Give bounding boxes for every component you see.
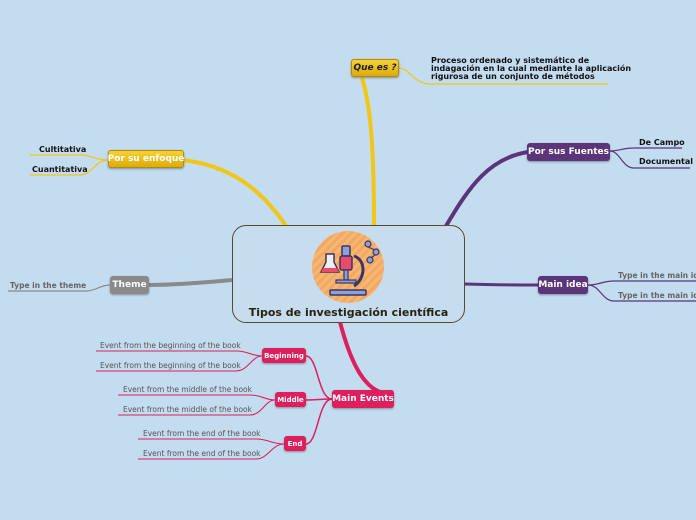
que-es-line-3: rigurosa de un conjunto de métodos bbox=[431, 72, 595, 81]
link-beginning-2 bbox=[96, 355, 263, 372]
leaf-end-2[interactable]: Event from the end of the book bbox=[143, 449, 261, 458]
link-end-1 bbox=[138, 438, 285, 445]
leaf-middle-2[interactable]: Event from the middle of the book bbox=[123, 405, 252, 414]
branch-theme bbox=[147, 278, 233, 287]
node-middle[interactable]: Middle bbox=[275, 392, 306, 407]
node-main-events[interactable]: Main Events bbox=[332, 390, 394, 408]
node-beginning-label: Beginning bbox=[264, 351, 304, 360]
leaf-beginning-1[interactable]: Event from the beginning of the book bbox=[100, 341, 241, 350]
branch-por-enfoque bbox=[181, 158, 288, 228]
leaf-beginning-2[interactable]: Event from the beginning of the book bbox=[100, 361, 241, 370]
node-por-su-enfoque-label: Por su enfoque bbox=[107, 154, 185, 164]
branch-que-es bbox=[360, 77, 376, 229]
central-title: Tipos de investigación científica bbox=[248, 306, 449, 319]
link-middle-2 bbox=[118, 399, 276, 416]
leaf-main-idea-1[interactable]: Type in the main ide bbox=[618, 271, 696, 280]
leaf-de-campo[interactable]: De Campo bbox=[639, 138, 685, 147]
leaf-middle-1[interactable]: Event from the middle of the book bbox=[123, 385, 252, 394]
link-documental bbox=[609, 150, 690, 169]
link-theme-child bbox=[8, 284, 111, 292]
branch-main-events bbox=[338, 321, 381, 394]
leaf-end-1[interactable]: Event from the end of the book bbox=[143, 429, 261, 438]
node-end-label: End bbox=[287, 439, 303, 448]
microscope-lab-icon bbox=[312, 231, 384, 303]
link-cultitativa bbox=[30, 154, 109, 161]
link-main-idea-1 bbox=[587, 280, 696, 286]
link-middle-1 bbox=[118, 394, 276, 401]
link-main-idea-2 bbox=[587, 284, 696, 302]
node-theme-label: Theme bbox=[112, 280, 147, 290]
node-end[interactable]: End bbox=[284, 436, 306, 451]
node-que-es-label: Que es ? bbox=[353, 63, 397, 73]
link-beginning-1 bbox=[96, 350, 263, 357]
branch-por-fuentes bbox=[444, 150, 529, 228]
link-de-campo bbox=[609, 147, 682, 152]
link-cuantitativa bbox=[30, 159, 109, 176]
node-theme[interactable]: Theme bbox=[110, 276, 149, 294]
leaf-main-idea-2[interactable]: Type in the main ide bbox=[618, 291, 696, 300]
node-por-su-enfoque[interactable]: Por su enfoque bbox=[108, 150, 184, 168]
leaf-documental[interactable]: Documental bbox=[639, 157, 693, 166]
node-que-es[interactable]: Que es ? bbox=[351, 59, 399, 77]
link-end-2 bbox=[138, 443, 285, 460]
node-middle-label: Middle bbox=[277, 395, 304, 404]
node-por-sus-fuentes-label: Por sus Fuentes bbox=[528, 147, 609, 157]
node-beginning[interactable]: Beginning bbox=[262, 348, 306, 363]
leaf-theme[interactable]: Type in the theme bbox=[10, 281, 87, 290]
link-que-es-desc bbox=[397, 67, 608, 85]
link-events-beginning bbox=[305, 355, 333, 400]
node-main-events-label: Main Events bbox=[332, 394, 394, 404]
link-events-end bbox=[305, 398, 333, 445]
node-main-idea-label: Main idea bbox=[538, 280, 588, 290]
branch-main-idea bbox=[464, 282, 539, 287]
que-es-line-2: indagación en la cual mediante la aplica… bbox=[431, 64, 632, 73]
node-main-idea[interactable]: Main idea bbox=[538, 276, 588, 294]
leaf-cuantitativa[interactable]: Cuantitativa bbox=[32, 165, 88, 174]
node-por-sus-fuentes[interactable]: Por sus Fuentes bbox=[527, 143, 610, 161]
que-es-line-1: Proceso ordenado y sistemático de bbox=[431, 56, 590, 65]
leaf-cultitativa[interactable]: Cultitativa bbox=[39, 145, 87, 154]
